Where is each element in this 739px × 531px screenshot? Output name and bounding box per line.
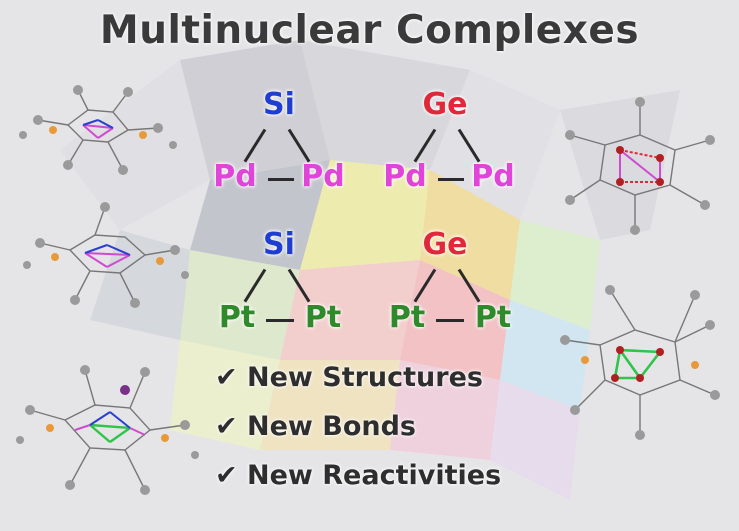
- checklist-item-reactivities: ✔ New Reactivities: [215, 460, 501, 491]
- molecule-structure-4: [565, 97, 715, 235]
- molecule-structure-3: [16, 365, 199, 495]
- cluster-3-right: Pt: [304, 300, 342, 335]
- molecule-structure-2: [23, 202, 189, 308]
- cluster-4-left: Pt: [388, 300, 426, 335]
- checkmark-icon: ✔: [215, 460, 238, 491]
- cluster-1-left: Pd: [213, 159, 257, 194]
- checklist-item-structures: ✔ New Structures: [215, 362, 483, 393]
- molecule-structure-5: [560, 285, 720, 440]
- checklist-text: New Structures: [247, 362, 483, 393]
- cluster-4-right: Pt: [474, 300, 512, 335]
- cluster-1-bond-base: [268, 178, 294, 181]
- cluster-2-apex: Ge: [422, 87, 468, 122]
- cluster-4-bond-base: [436, 319, 464, 322]
- checklist-text: New Reactivities: [247, 460, 502, 491]
- cluster-3-left: Pt: [218, 300, 256, 335]
- checkmark-icon: ✔: [215, 362, 238, 393]
- cluster-4-apex: Ge: [422, 227, 468, 262]
- checklist-item-bonds: ✔ New Bonds: [215, 411, 416, 442]
- cluster-2-bond-base: [438, 178, 464, 181]
- checklist-text: New Bonds: [247, 411, 417, 442]
- cluster-1-apex: Si: [263, 87, 295, 122]
- cluster-3-apex: Si: [263, 227, 295, 262]
- title: Multinuclear Complexes: [99, 8, 640, 53]
- cluster-3-bond-base: [266, 319, 294, 322]
- cluster-2-right: Pd: [471, 159, 515, 194]
- cluster-2-left: Pd: [383, 159, 427, 194]
- checkmark-icon: ✔: [215, 411, 238, 442]
- cluster-1-right: Pd: [301, 159, 345, 194]
- molecule-structure-1: [19, 85, 177, 175]
